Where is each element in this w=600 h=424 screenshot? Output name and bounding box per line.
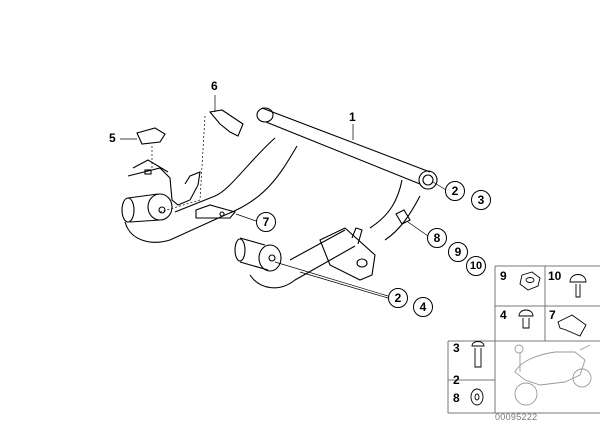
clip-icon <box>557 314 587 337</box>
callout-9: 9 <box>448 242 468 262</box>
plate-part-7 <box>195 204 236 219</box>
callout-1: 1 <box>349 110 356 124</box>
legend-parts <box>470 271 587 406</box>
bolt-long-icon <box>471 341 485 368</box>
screw-collar-icon <box>569 274 587 298</box>
legend-label-screw-collar: 10 <box>548 269 562 283</box>
callout-6: 6 <box>211 79 218 93</box>
washer-icon <box>470 388 484 406</box>
image-code: 00095222 <box>495 412 538 422</box>
bolt-short-icon <box>518 309 534 329</box>
legend-label-washer-2: 2 <box>453 373 460 387</box>
callout-2-lower: 2 <box>388 288 408 308</box>
sleeve-part-8 <box>395 209 411 225</box>
legend-label-nut: 9 <box>500 269 507 283</box>
callout-8: 8 <box>427 228 447 248</box>
nut-icon <box>519 271 541 291</box>
legend-label-bolt-long: 3 <box>453 341 460 355</box>
leader-lines <box>120 95 447 299</box>
callout-4: 4 <box>413 297 433 317</box>
callout-10: 10 <box>466 256 486 276</box>
motorcycle-icon <box>514 344 592 406</box>
callout-3: 3 <box>471 190 491 210</box>
left-arm <box>121 137 298 243</box>
legend-label-clip: 7 <box>549 308 556 322</box>
clip-part-6 <box>208 109 244 137</box>
callout-7: 7 <box>256 212 276 232</box>
crossbar-tube <box>256 107 438 190</box>
legend-grid <box>447 265 600 414</box>
cap-part-5 <box>136 127 166 145</box>
legend-label-bolt-short: 4 <box>500 308 507 322</box>
callout-5: 5 <box>109 131 116 145</box>
callout-2-upper: 2 <box>445 181 465 201</box>
legend-label-washer-8: 8 <box>453 391 460 405</box>
right-arm <box>234 179 421 289</box>
